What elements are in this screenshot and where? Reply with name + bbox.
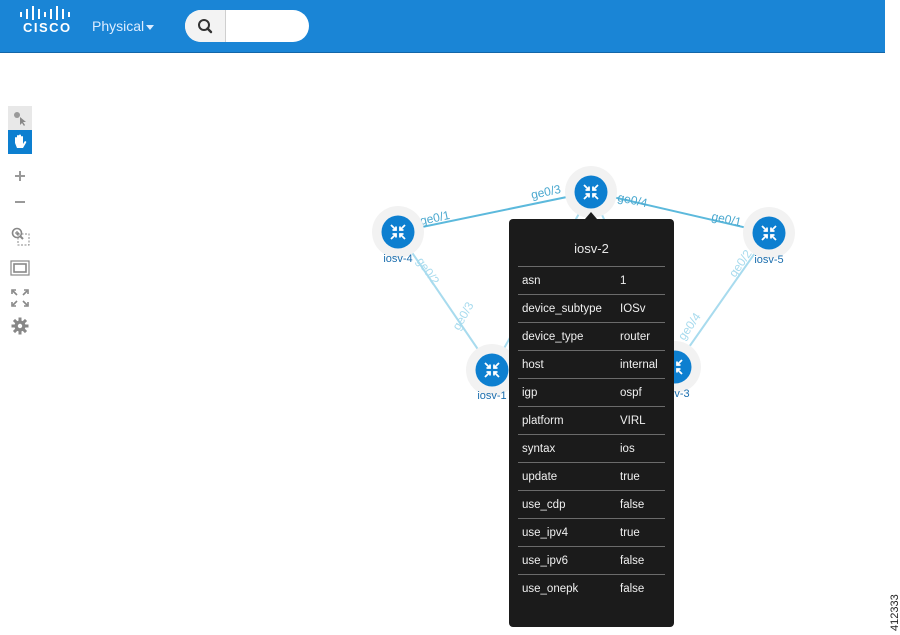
zoom-in-icon bbox=[15, 171, 25, 181]
figure-number-text: 412333 bbox=[889, 594, 900, 631]
tooltip-title: iosv-2 bbox=[574, 241, 609, 256]
property-key: platform bbox=[522, 414, 564, 427]
router-icon bbox=[583, 184, 599, 200]
property-key: use_onepk bbox=[522, 582, 579, 595]
property-value: ios bbox=[620, 442, 635, 455]
search-button[interactable] bbox=[185, 10, 226, 42]
property-value: false bbox=[620, 582, 645, 595]
link-label: ge0/2 bbox=[726, 247, 755, 280]
zoom-selection-button[interactable] bbox=[8, 224, 32, 248]
search-icon bbox=[198, 19, 213, 34]
property-row: syntax ios bbox=[518, 435, 665, 463]
link-label: ge0/4 bbox=[616, 190, 649, 210]
property-row: platform VIRL bbox=[518, 407, 665, 435]
search-box bbox=[185, 10, 309, 42]
view-dropdown[interactable]: Physical bbox=[92, 18, 155, 34]
node-iosv-4[interactable]: iosv-4 bbox=[372, 206, 424, 265]
pan-tool-button[interactable] bbox=[8, 130, 32, 154]
link-iosv4-iosv1[interactable] bbox=[397, 231, 493, 371]
property-key: device_type bbox=[522, 330, 584, 343]
node-label: iosv-4 bbox=[383, 253, 412, 265]
property-value: internal bbox=[620, 358, 658, 371]
zoom-out-icon bbox=[15, 201, 25, 203]
link-label: ge0/1 bbox=[710, 209, 743, 229]
cisco-logo[interactable] bbox=[18, 6, 76, 36]
figure-number: 412333 bbox=[889, 594, 900, 631]
link-label: ge0/4 bbox=[675, 310, 704, 343]
view-dropdown-label: Physical bbox=[92, 18, 145, 34]
link-label: ge0/3 bbox=[449, 299, 476, 332]
property-key: igp bbox=[522, 386, 538, 399]
select-icon bbox=[14, 112, 26, 126]
link-label: ge0/2 bbox=[414, 255, 443, 288]
search-input[interactable] bbox=[227, 13, 305, 39]
zoom-selection-icon bbox=[11, 227, 30, 246]
property-key: use_ipv4 bbox=[522, 526, 569, 539]
property-value: IOSv bbox=[620, 302, 646, 315]
link-label: ge0/3 bbox=[530, 182, 563, 202]
pan-hand-icon bbox=[15, 134, 27, 148]
router-icon bbox=[390, 224, 406, 240]
property-row: use_ipv4 true bbox=[518, 519, 665, 547]
property-key: use_cdp bbox=[522, 498, 566, 511]
property-key: update bbox=[522, 470, 558, 483]
property-row: use_onepk false bbox=[518, 575, 665, 602]
cisco-wordmark: CISCO bbox=[23, 20, 72, 35]
property-row: update true bbox=[518, 463, 665, 491]
fit-view-icon bbox=[10, 260, 30, 276]
top-navbar: CISCO Physical bbox=[0, 0, 885, 53]
fullscreen-icon bbox=[11, 289, 29, 307]
link-label: ge0/1 bbox=[419, 208, 452, 228]
zoom-out-button[interactable] bbox=[8, 190, 32, 214]
property-row: asn 1 bbox=[518, 267, 665, 295]
property-row: device_subtype IOSv bbox=[518, 295, 665, 323]
fullscreen-button[interactable] bbox=[8, 286, 32, 310]
caret-down-icon bbox=[146, 24, 155, 30]
node-label: iosv-1 bbox=[477, 390, 506, 402]
property-key: syntax bbox=[522, 442, 556, 455]
property-value: true bbox=[620, 526, 640, 539]
link-iosv2-iosv5[interactable] bbox=[590, 191, 770, 234]
link-iosv5-iosv3[interactable] bbox=[674, 232, 770, 368]
property-value: true bbox=[620, 470, 640, 483]
node-iosv-1[interactable]: iosv-1 bbox=[466, 344, 518, 402]
property-row: host internal bbox=[518, 351, 665, 379]
property-key: use_ipv6 bbox=[522, 554, 569, 567]
settings-button[interactable] bbox=[8, 314, 32, 338]
property-row: igp ospf bbox=[518, 379, 665, 407]
tooltip-arrow bbox=[585, 212, 597, 219]
property-row: device_type router bbox=[518, 323, 665, 351]
node-iosv-5[interactable]: iosv-5 bbox=[743, 207, 795, 266]
router-icon bbox=[484, 362, 500, 378]
property-value: 1 bbox=[620, 274, 627, 287]
property-key: host bbox=[522, 358, 544, 371]
property-value: false bbox=[620, 498, 645, 511]
fit-view-button[interactable] bbox=[8, 256, 32, 280]
node-iosv-2[interactable] bbox=[565, 166, 617, 218]
select-tool-button[interactable] bbox=[8, 106, 32, 130]
property-value: ospf bbox=[620, 386, 642, 399]
properties-table: asn 1 device_subtype IOSv device_type route… bbox=[518, 266, 665, 602]
zoom-in-button[interactable] bbox=[8, 164, 32, 188]
property-row: use_ipv6 false bbox=[518, 547, 665, 575]
property-key: device_subtype bbox=[522, 302, 602, 315]
property-value: router bbox=[620, 330, 651, 343]
property-key: asn bbox=[522, 274, 541, 287]
property-value: VIRL bbox=[620, 414, 646, 427]
property-row: use_cdp false bbox=[518, 491, 665, 519]
node-label: iosv-5 bbox=[754, 254, 783, 266]
link-iosv4-iosv2[interactable] bbox=[397, 191, 592, 233]
node-properties-tooltip: iosv-2 asn 1 device_subtype IOSv device_ty… bbox=[509, 219, 674, 627]
property-value: false bbox=[620, 554, 645, 567]
settings-gear-icon bbox=[11, 317, 29, 335]
router-icon bbox=[761, 225, 777, 241]
